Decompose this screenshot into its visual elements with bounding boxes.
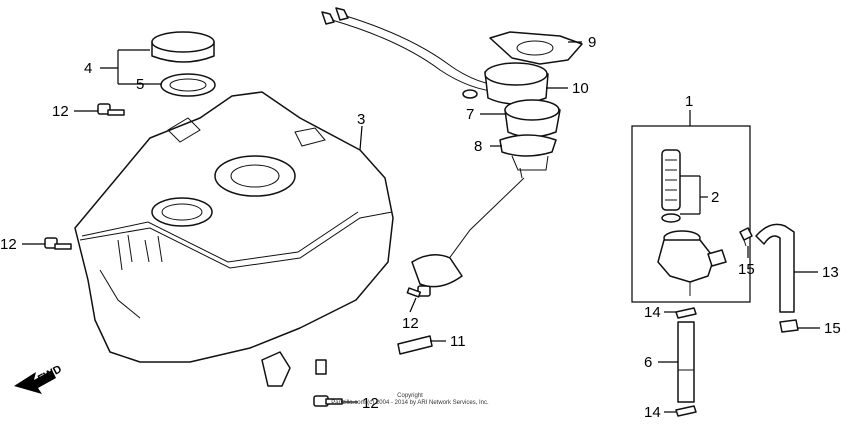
fuel-strainer: [661, 149, 681, 223]
callout-2: 2: [711, 189, 719, 206]
bolt-lower: [313, 395, 343, 407]
bolt-upper: [97, 103, 125, 116]
leader-lines: [22, 41, 820, 413]
callout-6: 6: [644, 354, 652, 371]
copyright-line-1: Copyright: [397, 393, 423, 399]
copyright-line-2: Partzilla.com (c) 2004 - 2014 by ARI Net…: [331, 400, 489, 406]
float-arm: [411, 167, 525, 288]
clip-lower: [675, 405, 697, 417]
cap-gasket: [160, 73, 216, 97]
hose: [755, 223, 795, 313]
fuel-tank: [74, 91, 394, 387]
callout-3: 3: [357, 111, 365, 128]
seal: [397, 335, 433, 355]
fuel-cock-body: [657, 230, 727, 296]
callout-13: 13: [822, 264, 839, 281]
callout-14-upper: 14: [644, 304, 661, 321]
callout-12-side: 12: [0, 236, 17, 253]
sender-body: [504, 99, 561, 138]
fuel-tube: [677, 321, 695, 403]
callout-15-lower: 15: [824, 320, 841, 337]
clip-15-upper: [739, 227, 753, 247]
callout-14-lower: 14: [644, 404, 661, 421]
callout-10: 10: [572, 80, 589, 97]
retaining-plate: [489, 31, 583, 65]
sender-gasket: [499, 134, 557, 171]
sender-cap: [484, 62, 549, 105]
sender-wires: [321, 7, 509, 99]
callout-1: 1: [685, 93, 693, 110]
clip-upper: [675, 307, 697, 319]
callout-12-upper: 12: [52, 103, 69, 120]
callout-12-gauge: 12: [402, 315, 419, 332]
callout-8: 8: [474, 138, 482, 155]
fwd-label: FWD: [36, 363, 64, 385]
callout-15-upper: 15: [738, 261, 755, 278]
fwd-arrow-icon: [14, 370, 56, 394]
callout-4: 4: [84, 60, 92, 77]
callout-7: 7: [466, 106, 474, 123]
callout-12-lower: 12: [362, 395, 379, 412]
fuel-cap: [151, 31, 215, 63]
bolt-gauge: [406, 285, 431, 298]
callout-11: 11: [450, 333, 466, 350]
bolt-side: [44, 237, 72, 250]
fuel-cock-box: [631, 125, 751, 303]
clip-15-lower: [779, 319, 799, 333]
callout-5: 5: [136, 76, 144, 93]
callout-9: 9: [588, 34, 596, 51]
